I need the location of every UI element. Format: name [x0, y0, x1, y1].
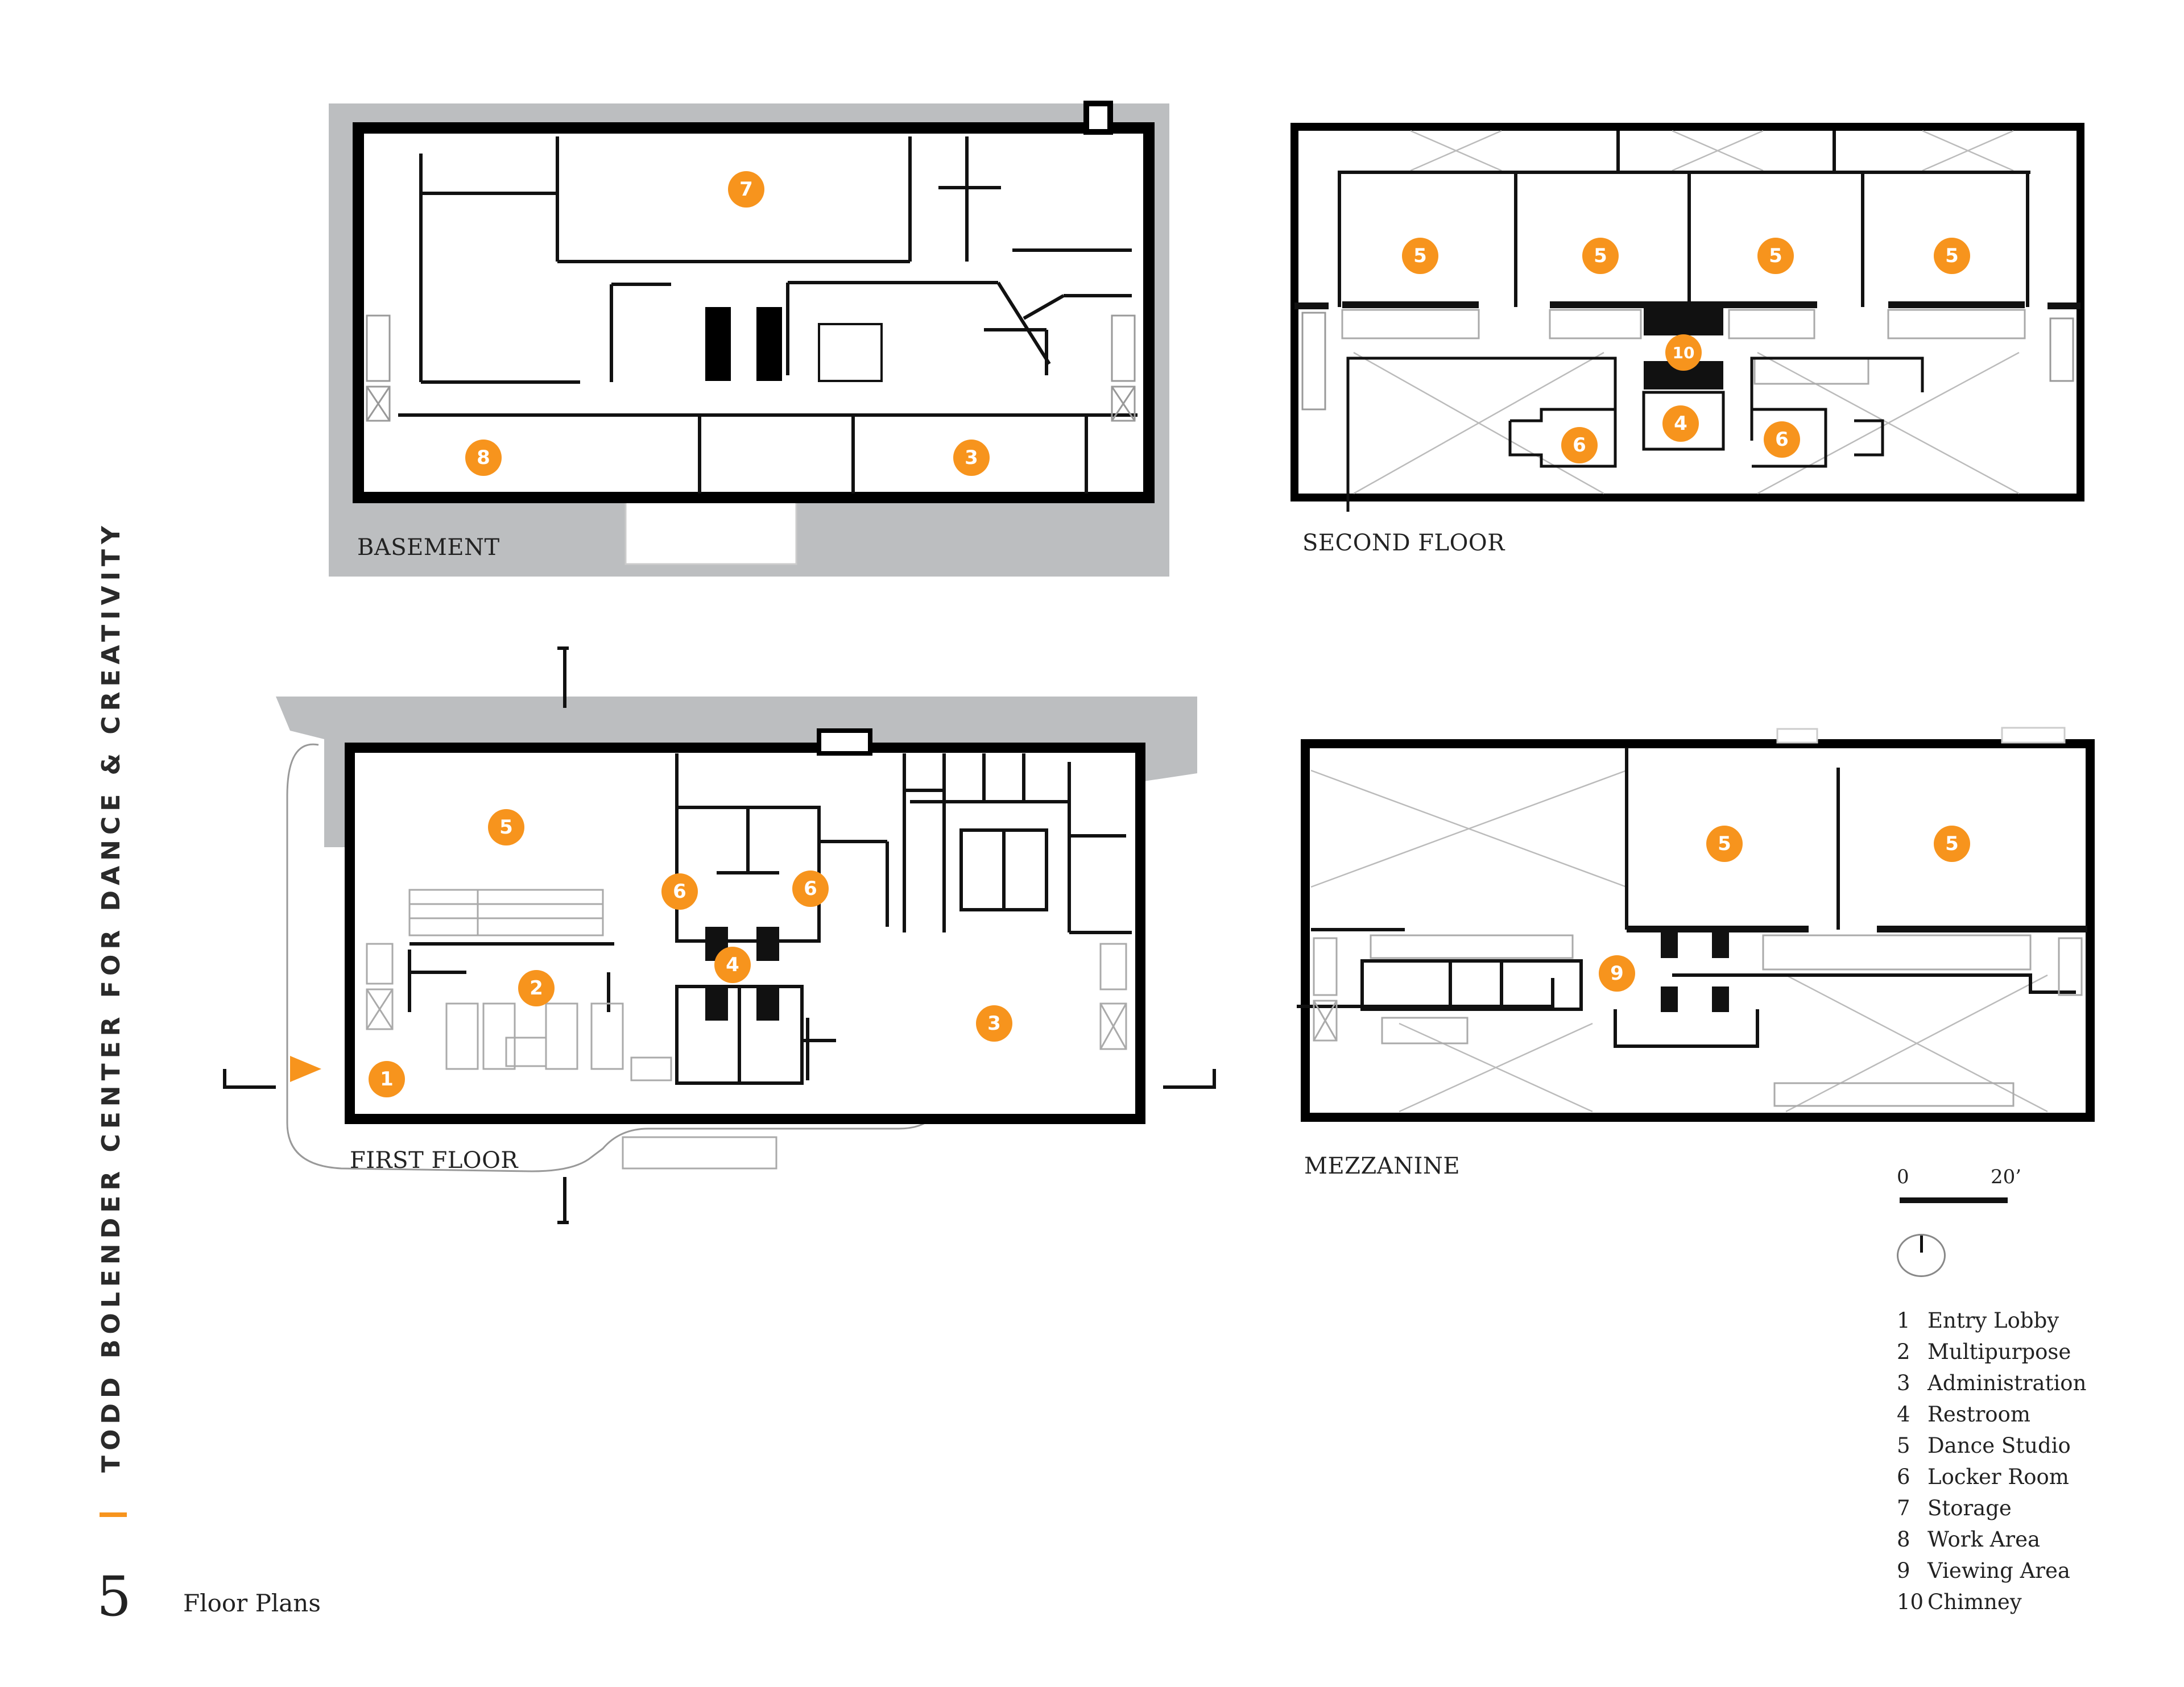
legend-num: 5 — [1897, 1433, 1910, 1458]
second-floor-plan — [1290, 123, 2084, 512]
legend-num: 1 — [1897, 1308, 1910, 1333]
legend-row: 8 Work Area — [1897, 1524, 2086, 1555]
north-arrow-icon — [1897, 1234, 1946, 1277]
legend-num: 10 — [1897, 1590, 1924, 1614]
room-marker-locker-room[interactable]: 6 — [792, 871, 829, 907]
spine-title: TODD BOLENDER CENTER FOR DANCE & CREATIV… — [97, 521, 126, 1473]
first-floor-plan — [223, 646, 1216, 1224]
room-marker-entry-lobby[interactable]: 1 — [369, 1061, 405, 1097]
room-marker-dance-studio[interactable]: 5 — [1934, 826, 1970, 862]
legend-num: 3 — [1897, 1371, 1910, 1395]
room-marker-locker-room[interactable]: 6 — [1561, 427, 1598, 463]
room-marker-dance-studio[interactable]: 5 — [1706, 826, 1743, 862]
room-marker-work-area[interactable]: 8 — [465, 440, 502, 476]
legend-label: Administration — [1927, 1371, 2087, 1395]
legend-label: Entry Lobby — [1927, 1308, 2059, 1333]
legend-row: 7 Storage — [1897, 1493, 2086, 1524]
room-marker-storage[interactable]: 7 — [728, 171, 764, 208]
legend-row: 6 Locker Room — [1897, 1461, 2086, 1493]
room-marker-restroom[interactable]: 4 — [1662, 405, 1699, 442]
legend-label: Restroom — [1927, 1402, 2030, 1427]
legend-row: 1 Entry Lobby — [1897, 1305, 2086, 1336]
mezzanine-label: MEZZANINE — [1304, 1153, 1461, 1179]
mezzanine-plan — [1297, 727, 2095, 1122]
room-marker-multipurpose[interactable]: 2 — [518, 970, 555, 1006]
legend-label: Multipurpose — [1927, 1340, 2071, 1364]
legend-row: 4 Restroom — [1897, 1399, 2086, 1430]
scale-end-label: 20’ — [1991, 1166, 2022, 1188]
legend-row: 2 Multipurpose — [1897, 1336, 2086, 1367]
legend-label: Dance Studio — [1927, 1433, 2071, 1458]
north-tick — [1920, 1236, 1923, 1253]
legend-num: 7 — [1897, 1496, 1910, 1520]
scale-start-label: 0 — [1897, 1166, 1909, 1188]
room-marker-dance-studio[interactable]: 5 — [1934, 238, 1970, 274]
legend-row: 9 Viewing Area — [1897, 1555, 2086, 1586]
room-marker-chimney[interactable]: 10 — [1665, 334, 1702, 371]
room-marker-dance-studio[interactable]: 5 — [488, 809, 524, 845]
legend-num: 8 — [1897, 1527, 1910, 1552]
legend-label: Locker Room — [1927, 1465, 2069, 1489]
room-marker-locker-room[interactable]: 6 — [661, 873, 698, 910]
section-title: Floor Plans — [183, 1589, 321, 1617]
legend-label: Viewing Area — [1927, 1558, 2070, 1583]
room-marker-dance-studio[interactable]: 5 — [1757, 238, 1794, 274]
legend-num: 9 — [1897, 1558, 1910, 1583]
legend-num: 2 — [1897, 1340, 1910, 1364]
legend-num: 4 — [1897, 1402, 1910, 1427]
room-marker-administration[interactable]: 3 — [953, 440, 990, 476]
first-floor-label: FIRST FLOOR — [350, 1147, 518, 1174]
legend-label: Chimney — [1927, 1590, 2022, 1614]
legend-label: Work Area — [1927, 1527, 2041, 1552]
legend-row: 3 Administration — [1897, 1367, 2086, 1399]
page-number: 5 — [97, 1565, 132, 1628]
room-legend: 1 Entry Lobby 2 Multipurpose 3 Administrati… — [1897, 1305, 2086, 1618]
room-marker-restroom[interactable]: 4 — [714, 947, 751, 983]
room-marker-viewing-area[interactable]: 9 — [1599, 955, 1635, 992]
legend-num: 6 — [1897, 1465, 1910, 1489]
room-marker-administration[interactable]: 3 — [976, 1005, 1012, 1042]
second-floor-label: SECOND FLOOR — [1302, 530, 1505, 556]
room-marker-locker-room[interactable]: 6 — [1764, 421, 1800, 458]
basement-label: BASEMENT — [357, 534, 500, 561]
legend-row: 5 Dance Studio — [1897, 1430, 2086, 1461]
room-marker-dance-studio[interactable]: 5 — [1582, 238, 1619, 274]
accent-dash — [100, 1512, 127, 1517]
room-marker-dance-studio[interactable]: 5 — [1402, 238, 1438, 274]
scale-bar — [1900, 1197, 2008, 1203]
legend-label: Storage — [1927, 1496, 2012, 1520]
